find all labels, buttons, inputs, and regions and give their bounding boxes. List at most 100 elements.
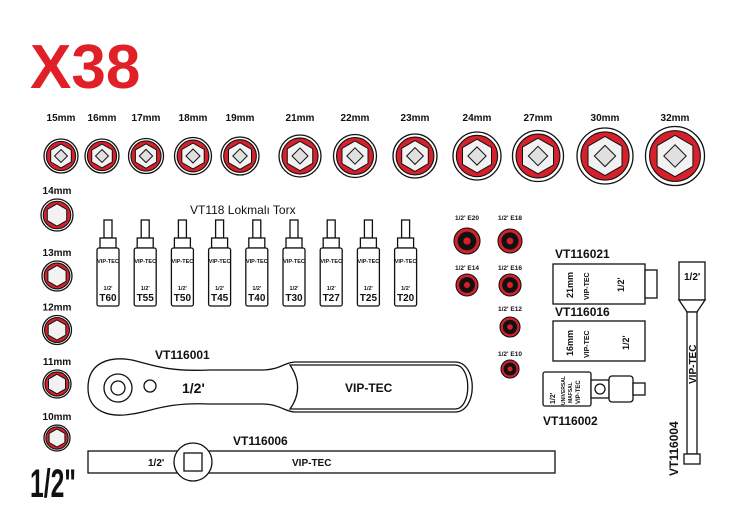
extension-code: VT116021	[555, 247, 610, 261]
tbar-code: VT116006	[233, 434, 288, 448]
torx-size: T50	[174, 293, 192, 304]
joint-square	[632, 382, 646, 396]
socket-size-label: 19mm	[226, 113, 255, 124]
torx-drive: 1/2'	[104, 286, 114, 292]
torx-neck	[173, 237, 192, 249]
drive-square	[94, 148, 110, 164]
e-socket-label: 1/2' E14	[455, 265, 479, 272]
long-ext-taper	[677, 299, 707, 313]
torx-drive: 1/2'	[364, 286, 374, 292]
torx-drive: 1/2'	[141, 286, 151, 292]
e-socket-center	[507, 366, 513, 372]
socket-size-label: 12mm	[43, 303, 72, 314]
e-socket-center	[463, 237, 471, 245]
torx-tip	[103, 219, 113, 239]
torx-tip	[363, 219, 374, 239]
extension-size: 16mm	[565, 330, 575, 356]
socket-size-label: 24mm	[463, 113, 492, 124]
torx-tip	[326, 219, 336, 239]
ratchet-lever	[143, 379, 157, 393]
torx-brand: VIP-TEC	[172, 259, 194, 265]
e-socket	[500, 359, 520, 379]
tbar-drive: 1/2'	[148, 458, 164, 469]
ratchet-code: VT116001	[155, 348, 210, 362]
socket	[40, 198, 74, 232]
torx-size: T27	[323, 293, 341, 304]
torx-size: T45	[211, 293, 229, 304]
torx-tip	[400, 219, 411, 239]
torx-drive: 1/2'	[178, 286, 188, 292]
socket	[41, 314, 73, 346]
torx-bit-row: VIP-TEC1/2'T60VIP-TEC1/2'T55VIP-TEC1/2'T…	[96, 219, 418, 307]
e-socket-label: 1/2' E20	[455, 215, 479, 222]
extension-size: 21mm	[565, 272, 575, 298]
socket	[41, 260, 73, 292]
ratchet-drive: 1/2'	[182, 380, 205, 396]
drive-square	[663, 144, 687, 168]
socket-size-label: 11mm	[43, 357, 71, 368]
e-socket	[498, 273, 522, 297]
torx-body	[245, 247, 269, 307]
torx-neck	[322, 237, 340, 249]
ratchet-head-core	[110, 380, 126, 396]
e-socket	[453, 227, 481, 255]
extension-body	[552, 320, 646, 362]
joint-cup	[608, 375, 634, 403]
e-socket-center	[506, 237, 514, 245]
ratchet-brand: VIP-TEC	[345, 381, 393, 395]
torx-body	[96, 247, 120, 307]
ratchet-grip	[288, 364, 469, 410]
quantity-title: X38	[30, 33, 140, 102]
socket	[332, 133, 378, 179]
torx-size: T30	[285, 293, 303, 304]
socket-hex	[47, 264, 67, 288]
extension-body	[552, 263, 646, 305]
drive-square	[291, 147, 309, 165]
socket-hex	[48, 373, 66, 395]
torx-neck	[99, 237, 117, 249]
socket	[576, 127, 634, 185]
socket	[42, 369, 72, 399]
socket	[173, 136, 213, 176]
socket-size-label: 22mm	[341, 113, 370, 124]
e-socket-label: 1/2' E18	[498, 215, 522, 222]
torx-tip	[289, 219, 299, 239]
long-ext-tip	[683, 453, 701, 465]
joint-label: UNIVERSAL	[561, 376, 567, 405]
torx-drive: 1/2'	[327, 286, 337, 292]
long-extension: 1/2' VIP-TEC VT116004	[667, 261, 707, 476]
socket-size-label: 18mm	[179, 113, 208, 124]
torx-size: T20	[397, 293, 415, 304]
joint-brand: VIP-TEC	[576, 380, 582, 404]
extension-vt116021: VT116021 21mm VIP-TEC 1/2'	[552, 247, 658, 305]
socket-size-label: 17mm	[132, 113, 161, 124]
torx-body	[133, 247, 157, 307]
socket	[84, 138, 120, 174]
extension-code: VT116016	[555, 305, 610, 319]
socket-size-label: 14mm	[43, 186, 72, 197]
torx-tip	[252, 219, 262, 239]
torx-body	[207, 247, 232, 307]
torx-brand: VIP-TEC	[134, 259, 156, 265]
torx-brand: VIP-TEC	[283, 259, 305, 265]
torx-brand: VIP-TEC	[97, 259, 119, 265]
extension-vt116016: VT116016 16mm VIP-TEC 1/2'	[552, 305, 646, 362]
torx-body	[356, 247, 381, 307]
ratchet-handle: VT116001 1/2' VIP-TEC	[87, 348, 473, 416]
tbar-brand: VIP-TEC	[292, 458, 331, 469]
extension-tip	[644, 269, 658, 299]
joint-code: VT116002	[543, 414, 598, 428]
socket-size-label: 21mm	[286, 113, 315, 124]
drive-square	[467, 146, 487, 166]
torx-drive: 1/2'	[215, 286, 225, 292]
socket-size-label: 16mm	[88, 113, 117, 124]
socket	[644, 125, 706, 187]
socket-size-label: 10mm	[43, 412, 72, 423]
